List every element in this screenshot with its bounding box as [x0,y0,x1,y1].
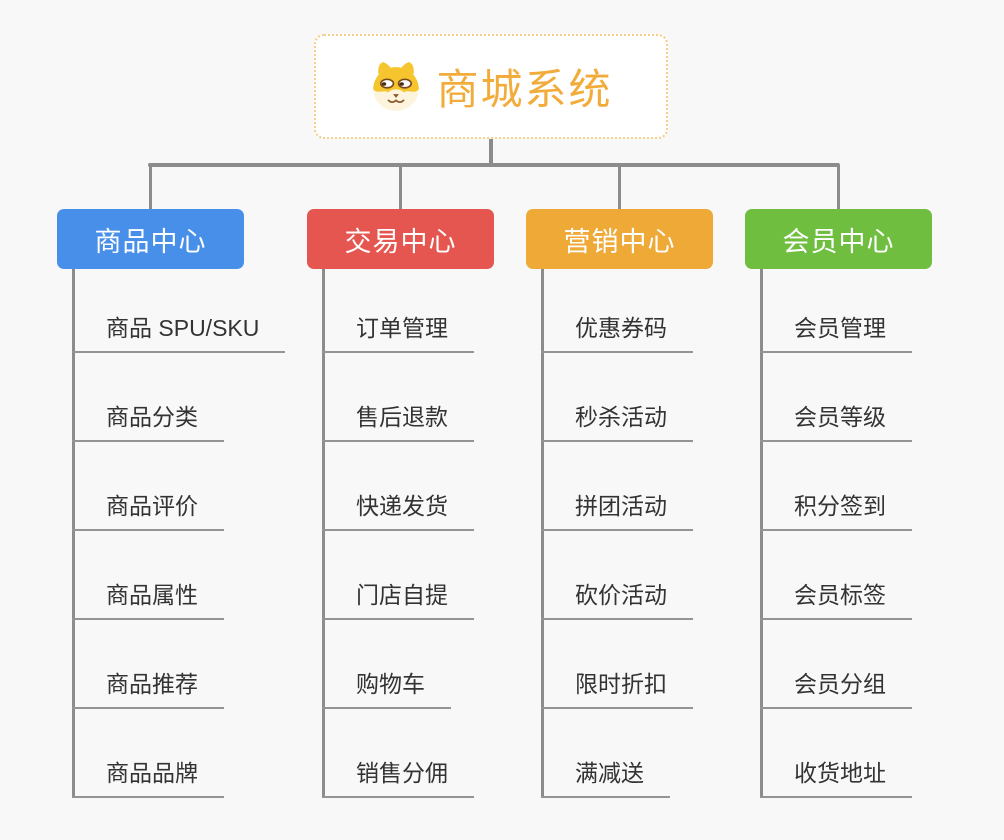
sub-topic[interactable]: 售后退款 [322,353,474,442]
branch-node-1[interactable]: 商品中心 [57,209,244,269]
sub-topic[interactable]: 满减送 [541,709,670,798]
sub-topic-label: 会员分组 [794,671,886,697]
branch-column: 商品中心 商品 SPU/SKU 商品分类商品评价商品属性商品推荐商品品牌 [57,209,319,809]
branch-connector-line [322,269,325,798]
connector-drop-4 [837,166,840,209]
sub-topic[interactable]: 会员标签 [760,531,912,620]
sub-topic[interactable]: 商品推荐 [72,620,224,709]
sub-topic[interactable]: 商品评价 [72,442,224,531]
connector-drop-1 [149,166,152,209]
sub-topic[interactable]: 会员分组 [760,620,912,709]
branch-connector-line [760,269,763,798]
sub-topic-label: 满减送 [575,760,644,786]
connector-horizontal-bar [148,163,840,167]
branch-items: 优惠券码秒杀活动拼团活动砍价活动限时折扣满减送 [541,264,693,798]
sub-topic-label: 积分签到 [794,493,886,519]
sub-topic-label: 收货地址 [794,760,886,786]
sub-topic[interactable]: 会员管理 [760,264,912,353]
sub-topic-label: 优惠券码 [575,315,667,341]
sub-topic[interactable]: 秒杀活动 [541,353,693,442]
sub-topic[interactable]: 积分签到 [760,442,912,531]
sub-topic[interactable]: 商品分类 [72,353,224,442]
sub-topic-label: 售后退款 [356,404,448,430]
sub-topic[interactable]: 优惠券码 [541,264,693,353]
sub-topic-label: 购物车 [356,671,425,697]
sub-topic[interactable]: 销售分佣 [322,709,474,798]
sub-topic[interactable]: 商品属性 [72,531,224,620]
branch-column: 会员中心 会员管理会员等级积分签到会员标签会员分组收货地址 [745,209,1004,809]
connector-drop-2 [399,166,402,209]
branch-items: 会员管理会员等级积分签到会员标签会员分组收货地址 [760,264,912,798]
branch-column: 交易中心 订单管理售后退款快递发货门店自提购物车销售分佣 [307,209,569,809]
branch-items: 订单管理售后退款快递发货门店自提购物车销售分佣 [322,264,474,798]
connector-drop-3 [618,166,621,209]
sub-topic[interactable]: 限时折扣 [541,620,693,709]
branch-label: 营销中心 [563,226,676,257]
sub-topic[interactable]: 门店自提 [322,531,474,620]
dog-face-icon [369,60,423,113]
sub-topic-label: 商品品牌 [106,760,198,786]
branch-node-2[interactable]: 交易中心 [307,209,494,269]
root-node[interactable]: 商城系统 [314,34,668,139]
sub-topic[interactable]: 购物车 [322,620,451,709]
sub-topic-label: 限时折扣 [575,671,667,697]
sub-topic-label: 快递发货 [356,493,448,519]
branch-label: 商品中心 [94,226,207,257]
sub-topic-label: 秒杀活动 [575,404,667,430]
sub-topic-label: 门店自提 [356,582,448,608]
branch-connector-line [72,269,75,798]
sub-topic[interactable]: 订单管理 [322,264,474,353]
root-title: 商城系统 [436,66,613,113]
sub-topic-label: 会员等级 [794,404,886,430]
branch-column: 营销中心 优惠券码秒杀活动拼团活动砍价活动限时折扣满减送 [526,209,788,809]
sub-topic[interactable]: 砍价活动 [541,531,693,620]
sub-topic[interactable]: 商品 SPU/SKU [72,264,286,353]
sub-topic-label: 拼团活动 [575,493,667,519]
sub-topic-label: 商品推荐 [106,671,198,697]
sub-topic-label: 商品属性 [106,582,198,608]
branch-label: 交易中心 [344,226,457,257]
sub-topic-label: 商品分类 [106,404,198,430]
connector-trunk [489,139,493,165]
sub-topic-label: 会员管理 [794,315,886,341]
sub-topic-label: 商品评价 [106,493,198,519]
sub-topic[interactable]: 会员等级 [760,353,912,442]
branch-node-4[interactable]: 会员中心 [745,209,932,269]
sub-topic[interactable]: 拼团活动 [541,442,693,531]
sub-topic-label: 商品 SPU/SKU [106,315,260,341]
sub-topic[interactable]: 收货地址 [760,709,912,798]
branch-connector-line [541,269,544,798]
branch-label: 会员中心 [782,226,895,257]
sub-topic[interactable]: 商品品牌 [72,709,224,798]
sub-topic-label: 销售分佣 [356,760,448,786]
sub-topic-label: 订单管理 [356,315,448,341]
branch-node-3[interactable]: 营销中心 [526,209,713,269]
sub-topic-label: 会员标签 [794,582,886,608]
sub-topic[interactable]: 快递发货 [322,442,474,531]
branch-items: 商品 SPU/SKU 商品分类商品评价商品属性商品推荐商品品牌 [72,264,286,798]
sub-topic-label: 砍价活动 [575,582,667,608]
